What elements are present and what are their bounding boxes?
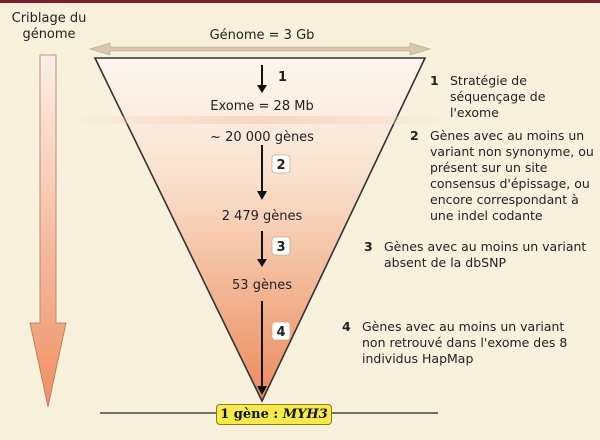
- exome-label: Exome = 28 Mb: [210, 99, 313, 114]
- exome-band: [60, 116, 460, 124]
- step-number: 3: [364, 239, 373, 254]
- screening-arrow: [29, 54, 67, 408]
- step-text: Gènes avec au moins un variant non retro…: [362, 319, 568, 366]
- step-number: 2: [410, 128, 419, 143]
- result-prefix: 1 gène :: [220, 407, 283, 422]
- svg-text:2: 2: [276, 158, 285, 173]
- svg-text:3: 3: [276, 240, 285, 255]
- step-text: Stratégie de séquençage de l'exome: [450, 73, 546, 120]
- svg-text:1: 1: [278, 70, 287, 85]
- step-arrow-1: [257, 65, 267, 93]
- level-label-0: ~ 20 000 gènes: [210, 130, 314, 145]
- level-label-1: 2 479 gènes: [222, 209, 303, 224]
- genome-label: Génome = 3 Gb: [210, 28, 315, 43]
- step-badge-3: 3: [271, 236, 291, 256]
- genome-double-arrow: [88, 42, 432, 56]
- svg-text:4: 4: [276, 325, 285, 340]
- result-gene: MYH3: [282, 407, 328, 422]
- step-text: Gènes avec au moins un variant non synon…: [430, 128, 594, 223]
- step-arrow-4: [257, 301, 267, 395]
- step-badge-4: 4: [271, 321, 291, 341]
- step-text: Gènes avec au moins un variant absent de…: [384, 239, 587, 270]
- step-badge-2: 2: [271, 154, 291, 174]
- level-label-2: 53 gènes: [232, 278, 292, 293]
- funnel: [93, 57, 427, 403]
- step-number: 1: [430, 73, 439, 88]
- funnel-diagram: 2 3 4 1 Génome = 3 Gb Exome = 28 Mb ~ 20…: [29, 28, 460, 414]
- result-box: 1 gène : MYH3: [216, 404, 332, 425]
- step-label-1-inline: 1: [278, 70, 287, 85]
- screening-label: Criblage du génome: [11, 11, 87, 42]
- step-arrow-3: [257, 231, 267, 267]
- step-arrow-2: [257, 145, 267, 200]
- step-number: 4: [342, 319, 351, 334]
